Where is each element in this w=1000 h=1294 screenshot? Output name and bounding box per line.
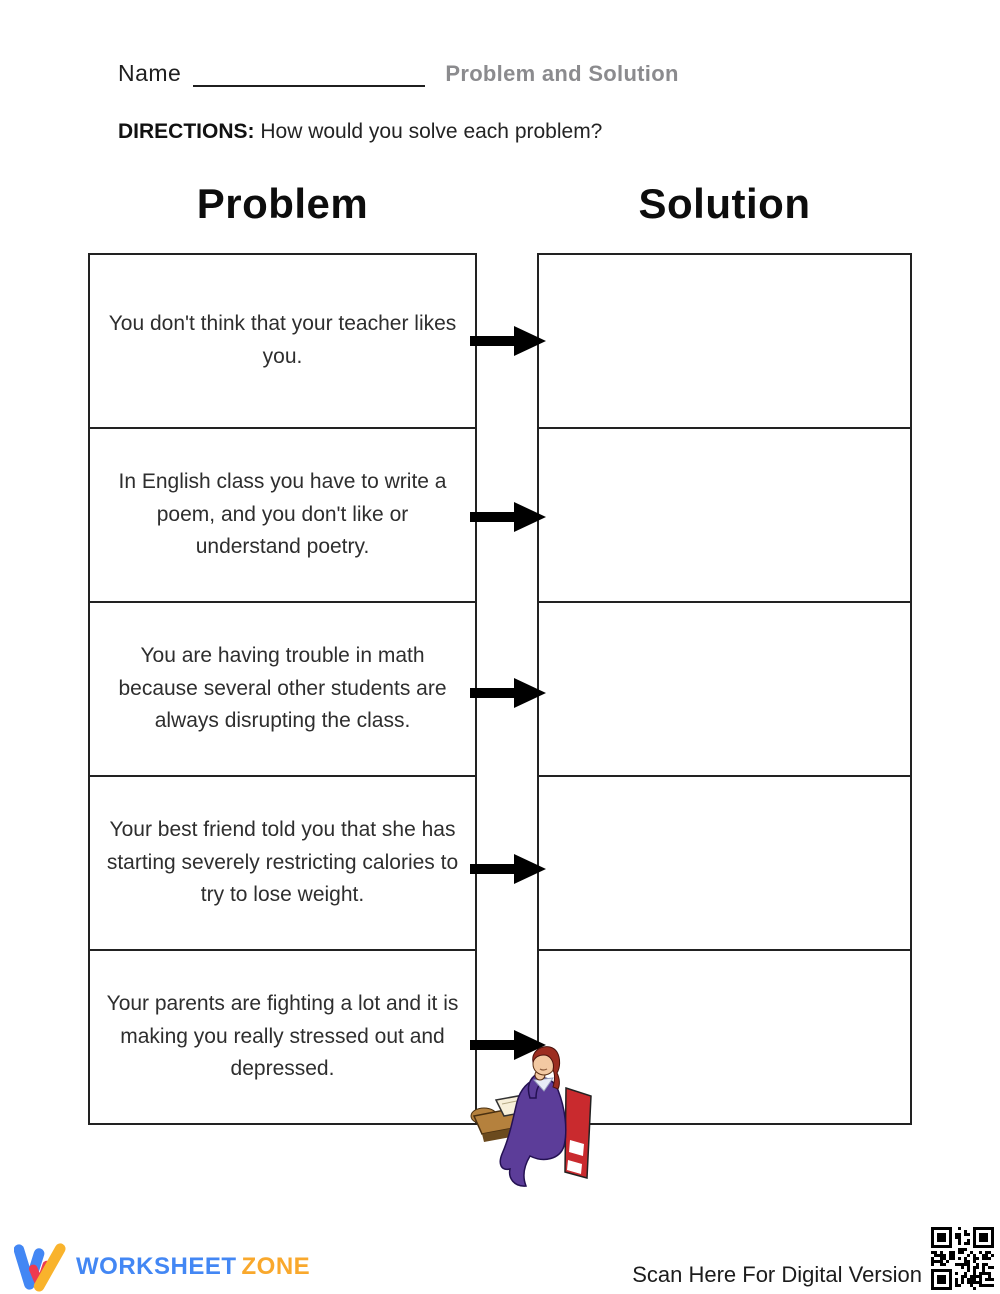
solution-answer-box[interactable] — [537, 775, 912, 951]
scan-here-label: Scan Here For Digital Version — [632, 1262, 922, 1287]
name-input-line[interactable] — [193, 63, 426, 87]
arrow-right-icon — [470, 854, 546, 884]
worksheet-zone-w-icon — [14, 1243, 66, 1292]
problem-cell: In English class you have to write a poe… — [88, 427, 477, 603]
logo-text-zone: ZONE — [241, 1253, 311, 1280]
solution-answer-box[interactable] — [537, 601, 912, 777]
arrow-right-icon — [470, 502, 546, 532]
solution-answer-box[interactable] — [537, 427, 912, 603]
logo-text-worksheet: WORKSHEET — [76, 1253, 237, 1280]
arrow-right-icon — [470, 1030, 546, 1060]
solution-column-header: Solution — [638, 180, 811, 227]
solution-answer-box[interactable] — [537, 253, 912, 429]
directions-text: How would you solve each problem? — [260, 120, 603, 143]
thinking-student-clipart — [470, 1046, 592, 1187]
problem-cell: Your parents are fighting a lot and it i… — [88, 949, 477, 1125]
problem-cell: You don't think that your teacher likes … — [88, 253, 477, 429]
problem-column: You don't think that your teacher likes … — [88, 253, 477, 1125]
name-row: Name Problem and Solution — [118, 60, 878, 87]
problem-cell: Your best friend told you that she has s… — [88, 775, 477, 951]
name-label: Name — [118, 60, 182, 86]
problem-column-header: Problem — [196, 180, 369, 227]
worksheet-title: Problem and Solution — [445, 61, 679, 86]
directions-label: DIRECTIONS: — [118, 120, 255, 143]
directions: DIRECTIONS: How would you solve each pro… — [118, 120, 602, 144]
solution-answer-box[interactable] — [537, 949, 912, 1125]
problem-cell: You are having trouble in math because s… — [88, 601, 477, 777]
arrow-right-icon — [470, 678, 546, 708]
qr-code — [931, 1227, 994, 1290]
arrow-right-icon — [470, 326, 546, 356]
solution-column — [537, 253, 912, 1125]
